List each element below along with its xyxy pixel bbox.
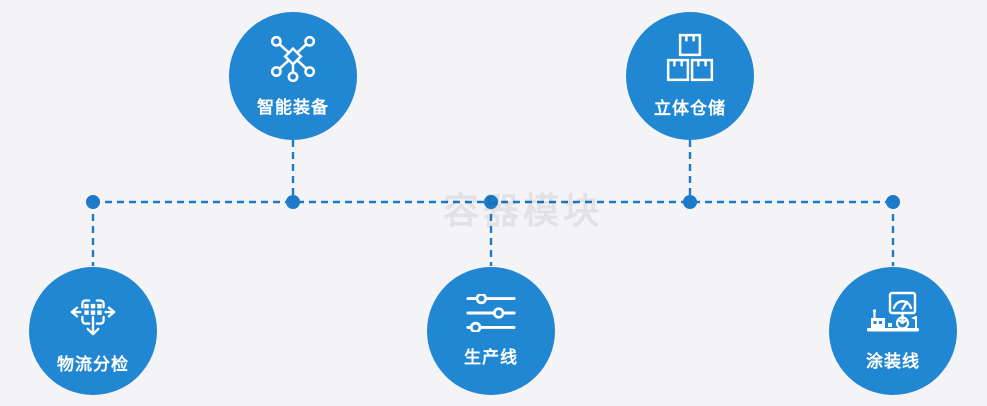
junction-dot-3 [484, 195, 498, 209]
node-stereo-warehouse: 立体仓储 [626, 12, 754, 140]
node-logistics-sorting: 物流分检 [29, 267, 157, 395]
node-label-logistics-sorting: 物流分检 [57, 355, 129, 374]
sorting-arrows-icon [70, 299, 116, 336]
node-smart-equipment: 智能装备 [229, 12, 357, 140]
junction-dot-1 [86, 195, 100, 209]
stacked-boxes-icon [666, 33, 714, 82]
junction-dot-5 [886, 195, 900, 209]
watermark: 容器模块 [443, 190, 604, 231]
node-label-production-line: 生产线 [464, 348, 518, 367]
node-production-line: 生产线 [427, 267, 555, 395]
node-painting-line: 涂装线 [829, 267, 957, 395]
node-label-painting-line: 涂装线 [866, 352, 920, 371]
sliders-icon [466, 294, 516, 332]
junction-dot-4 [683, 195, 697, 209]
junction-dot-2 [286, 195, 300, 209]
node-label-stereo-warehouse: 立体仓储 [654, 99, 726, 118]
network-nodes-icon [270, 35, 316, 82]
painting-machine-icon [867, 291, 919, 332]
node-label-smart-equipment: 智能装备 [257, 98, 329, 117]
